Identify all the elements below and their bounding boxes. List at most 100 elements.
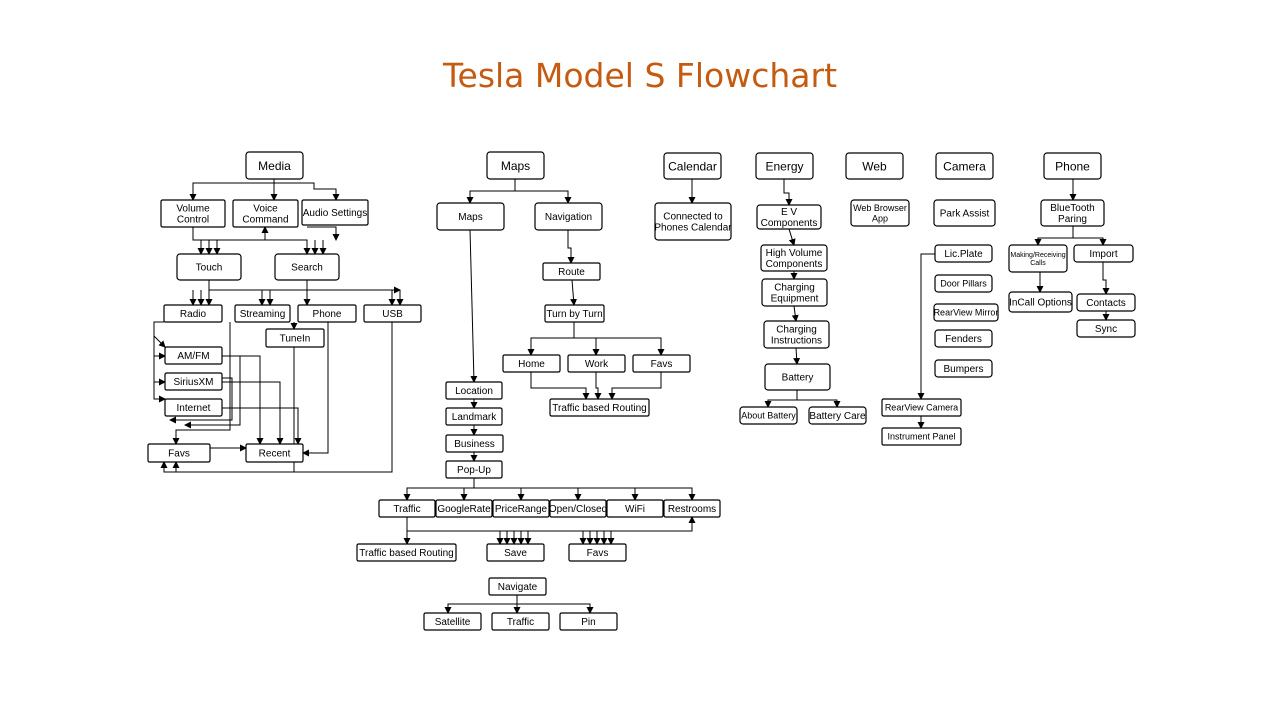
node-usb: USB [363,304,422,323]
node-label: Restrooms [668,504,716,515]
node-label: PriceRange [495,504,548,515]
node-tbr2: Traffic based Routing [356,543,457,562]
node-import: Import [1073,244,1134,263]
connector-arrow [567,230,575,264]
node-navigation: Navigation [534,202,603,231]
node-label: Sync [1095,324,1117,335]
node-popup: Pop-Up [445,460,503,479]
node-pin: Pin [559,612,618,631]
node-label: Work [585,359,609,370]
node-label: TuneIn [280,334,311,345]
node-maps: Maps [486,151,545,180]
connector-arrow [791,305,799,322]
node-favs-m: Favs [147,443,211,463]
node-label: WiFi [625,504,645,515]
node-label: GoogleRate [437,504,491,515]
node-maps2: Maps [436,202,505,231]
node-wifi: WiFi [606,499,664,518]
connector-arrow [460,487,474,501]
node-label: Import [1089,249,1118,260]
connector-arrow [192,226,269,241]
node-label: Business [454,439,495,450]
node-internet: Internet [164,398,223,417]
node-label: Audio Settings [303,208,368,219]
connector-arrow [189,182,274,201]
connector-arrow [515,190,572,204]
node-label: Favs [587,548,609,559]
node-sync: Sync [1076,319,1136,338]
node-label: Location [455,386,493,397]
connector-arrow [307,226,340,241]
connector-arrow [403,478,475,501]
connector-arrow [764,390,798,408]
node-touch: Touch [176,253,242,281]
node-label: InCall Options [1009,298,1072,309]
node-siriusxm: SiriusXM [164,372,223,391]
connector-arrow [184,356,241,429]
node-incall: InCall Options [1008,291,1073,313]
connector-arrow [783,179,793,206]
node-label: Phone [313,309,342,320]
node-label: Maps [458,212,482,223]
node-label: Radio [180,309,207,320]
node-label: About Battery [741,411,796,421]
node-label: Favs [168,449,190,460]
connector-arrow [222,407,302,445]
node-label: Lic.Plate [944,249,983,260]
node-label: Contacts [1086,298,1125,309]
connector-arrow [574,337,600,356]
node-tunein: TuneIn [265,328,325,348]
node-label: Camera [943,159,986,173]
connector-arrow [469,229,478,383]
node-landmark: Landmark [445,407,503,426]
connector-arrow [153,335,166,348]
connector-arrow [474,487,696,501]
node-label: RearView Mirror [934,308,999,318]
connector-arrow [169,377,233,424]
node-label: Touch [196,263,223,274]
node-work: Work [567,354,626,373]
node-label: Traffic based Routing [552,403,647,414]
node-radio: Radio [163,304,223,323]
node-label: Traffic based Routing [359,548,454,559]
node-label: Home [518,359,545,370]
node-label: Navigate [498,582,538,593]
node-web: Web [845,152,904,180]
connector-arrow [265,239,311,255]
node-label: Open/Closed [549,504,607,515]
node-pricerange: PriceRange [492,499,550,518]
connector-arrow [608,372,662,400]
node-tbr1: Traffic based Routing [549,398,650,417]
node-phone-m: Phone [297,304,357,323]
node-phone: Phone [1043,152,1102,180]
node-energy: Energy [755,152,814,180]
connector-arrow [1102,262,1110,295]
node-traffic2: Traffic [491,612,550,631]
node-openclosed: Open/Closed [549,499,607,518]
node-label: Save [504,548,527,559]
node-streaming: Streaming [234,304,291,323]
node-search: Search [274,253,340,281]
node-label: Favs [651,359,673,370]
node-home: Home [502,354,561,373]
node-route: Route [542,262,601,281]
node-battery-care: Battery Care [808,406,867,425]
node-label: Recent [259,449,291,460]
connector-arrow [517,603,594,614]
node-favs-p: Favs [568,543,627,562]
node-rearmirror: RearView Mirror [933,303,999,322]
node-label: Landmark [452,412,497,423]
node-recent: Recent [245,443,304,463]
node-googlerate: GoogleRate [435,499,493,518]
